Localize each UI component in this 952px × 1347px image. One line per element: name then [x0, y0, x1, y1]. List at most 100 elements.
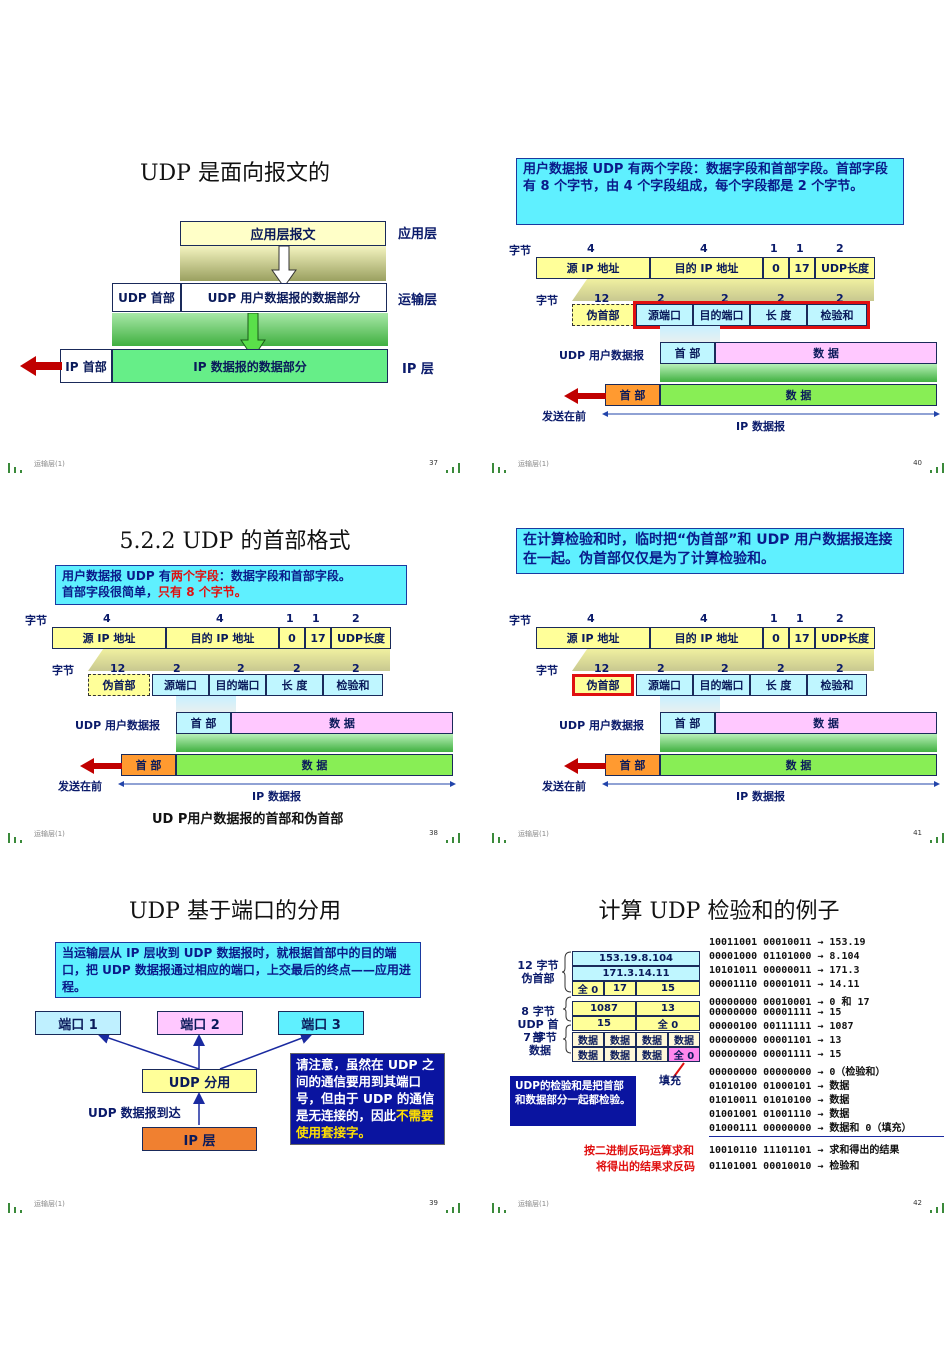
note-text: ：数据字段和首部字段。 — [218, 569, 351, 583]
checksum-grid: 153.19.8.104 171.3.14.11 全 0 17 15 1087 … — [572, 951, 700, 1062]
slide-title: UDP 是面向报文的 — [140, 161, 330, 186]
pseudo-header-field: 伪首部 — [572, 674, 634, 696]
byte-count: 2 — [657, 662, 665, 675]
src-ip-field: 源 IP 地址 — [536, 257, 650, 279]
dst-ip-field: 目的 IP 地址 — [650, 627, 763, 649]
note-highlight: 只有 8 个字节。 — [158, 585, 247, 599]
binary-row: 00001000 01101000 → 8.104 — [709, 951, 860, 962]
byte-count: 12 — [594, 662, 610, 675]
binary-row: 01010100 01000101 → 数据 — [709, 1081, 850, 1092]
udp-datagram-label: UDP 用户数据报 — [559, 719, 644, 732]
udp-header-box: 首 部 — [660, 712, 715, 734]
footer: 运输层(1) 40 — [484, 455, 952, 475]
binary-row: 10101011 00000011 → 171.3 — [709, 965, 860, 976]
udp-header-diagram: 字节 4 4 1 1 2 源 IP 地址 目的 IP 地址 0 17 UDP长度… — [0, 605, 470, 805]
checksum-field: 检验和 — [323, 674, 383, 696]
byte-count: 2 — [657, 292, 665, 305]
zero-field: 0 — [763, 627, 789, 649]
slide-39: UDP 基于端口的分用 当运输层从 IP 层收到 UDP 数据报时，就根据首部中… — [0, 855, 470, 1215]
group-udp-label: 8 字节UDP 首部 — [517, 1005, 559, 1044]
slide-title: UDP 基于端口的分用 — [129, 899, 341, 924]
data-cell: 数据 — [572, 1047, 604, 1062]
left-arrow-icon — [564, 388, 606, 404]
byte-count: 2 — [836, 662, 844, 675]
left-arrow-icon — [80, 758, 122, 774]
pseudo-dst-ip: 171.3.14.11 — [572, 966, 700, 981]
udp-src-port: 1087 — [572, 1001, 636, 1016]
footer-text: 运输层(1) — [518, 460, 549, 468]
byte-count: 2 — [777, 292, 785, 305]
app-message-box: 应用层报文 — [180, 221, 386, 246]
zero-field: 0 — [279, 627, 305, 649]
binary-row: 00000100 00111111 → 1087 — [709, 1021, 854, 1032]
byte-count: 2 — [352, 612, 360, 625]
udp-header-box: UDP 首部 — [112, 283, 181, 312]
ip-funnel — [660, 734, 937, 752]
left-arrow-icon — [564, 758, 606, 774]
down-arrow-icon — [271, 246, 297, 288]
binary-row: 00000000 00000000 → 0（检验和） — [709, 1067, 886, 1078]
pseudo-funnel — [572, 279, 874, 301]
byte-count: 1 — [796, 612, 804, 625]
footer-text: 运输层(1) — [34, 1200, 65, 1208]
pseudo-header-field: 伪首部 — [572, 304, 634, 326]
ip-header-box: IP 首部 — [60, 349, 112, 383]
pointer-arrow — [672, 1062, 685, 1079]
footer: 运输层(1) 38 — [0, 825, 470, 845]
ip-funnel — [176, 734, 453, 752]
udp-funnel — [660, 326, 720, 342]
binary-row: 00000000 00001111 → 15 — [709, 1049, 842, 1060]
ip-funnel — [660, 364, 937, 382]
udp-datagram-label: UDP 用户数据报 — [75, 719, 160, 732]
pseudo-zero: 全 0 — [572, 981, 604, 996]
length-field: 长 度 — [750, 674, 807, 696]
data-cell: 数据 — [636, 1047, 668, 1062]
binary-row: 10011001 00010011 → 153.19 — [709, 937, 866, 948]
warning-highlight: 不需要使用套接字。 — [296, 1108, 434, 1140]
port-1-box: 端口 1 — [35, 1011, 121, 1035]
udp-header-diagram: 字节 4 4 1 1 2 源 IP 地址 目的 IP 地址 0 17 UDP长度… — [484, 235, 952, 435]
byte-count: 2 — [836, 242, 844, 255]
byte-count: 2 — [836, 612, 844, 625]
byte-count: 4 — [216, 612, 224, 625]
footer-text: 运输层(1) — [518, 1200, 549, 1208]
note-box: UDP的检验和是把首部和数据部分一起都检验。 — [510, 1076, 636, 1126]
byte-count: 2 — [352, 662, 360, 675]
note-box: 在计算检验和时，临时把“伪首部”和 UDP 用户数据报连接在一起。伪首部仅仅是为… — [516, 528, 904, 574]
padding-label: 填充 — [659, 1074, 681, 1087]
udp-checksum: 全 0 — [636, 1016, 700, 1031]
warning-text: 请注意，虽然在 UDP 之间的通信要用到其端口号，但由于 UDP 的通信是无连接… — [296, 1057, 435, 1123]
byte-count: 2 — [836, 292, 844, 305]
length-field: 长 度 — [750, 304, 807, 326]
byte-count: 2 — [173, 662, 181, 675]
byte-count: 2 — [237, 662, 245, 675]
src-port-field: 源端口 — [152, 674, 209, 696]
udp-header-box: 首 部 — [660, 342, 715, 364]
checksum-field: 检验和 — [807, 674, 867, 696]
pseudo-protocol: 17 — [604, 981, 636, 996]
slide-38: 5.2.2 UDP 的首部格式 用户数据报 UDP 有两个字段：数据字段和首部字… — [0, 485, 470, 845]
data-cell: 数据 — [604, 1047, 636, 1062]
span-arrow — [118, 781, 456, 787]
udp-length-field: UDP长度 — [815, 257, 875, 279]
layer-app: 应用层 — [398, 227, 438, 242]
udp-header-box: 首 部 — [176, 712, 231, 734]
udp-length-field: UDP长度 — [815, 627, 875, 649]
span-arrow — [602, 411, 940, 417]
group-data-label: 7 字节数据 — [523, 1031, 557, 1057]
udp-length: 15 — [572, 1016, 636, 1031]
ip-header-box: 首 部 — [605, 384, 660, 406]
data-cell: 数据 — [604, 1032, 636, 1047]
page-number: 37 — [429, 459, 438, 467]
footer: 运输层(1) 37 — [0, 455, 470, 475]
byte-count: 12 — [110, 662, 126, 675]
data-cell: 数据 — [636, 1032, 668, 1047]
group-braces — [562, 951, 572, 1054]
ip-header-box: 首 部 — [605, 754, 660, 776]
udp-length-field: UDP长度 — [331, 627, 391, 649]
byte-count: 1 — [770, 612, 778, 625]
binary-column: 10011001 00010011 → 153.19 00001000 0110… — [709, 937, 949, 1177]
byte-count: 2 — [721, 662, 729, 675]
byte-label: 字节 — [536, 664, 558, 677]
byte-count: 1 — [286, 612, 294, 625]
